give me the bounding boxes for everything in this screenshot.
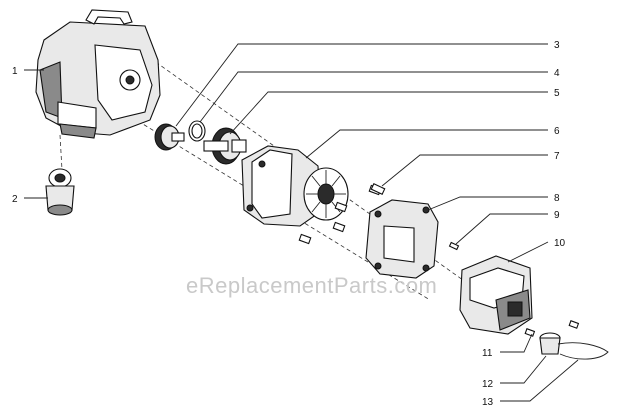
part-4-ring-washer <box>188 120 206 142</box>
callout-4: 4 <box>554 68 560 79</box>
callout-6: 6 <box>554 126 560 137</box>
callout-2: 2 <box>12 194 18 205</box>
callout-leaders <box>24 43 579 402</box>
callout-8: 8 <box>554 193 560 204</box>
callout-10: 10 <box>554 238 566 249</box>
part-5-drive-gear <box>203 127 247 165</box>
part-2-clamp-knob <box>45 168 75 216</box>
callout-9: 9 <box>554 210 560 221</box>
part-12-strain-relief <box>539 332 561 355</box>
motor-fan-blades <box>306 170 346 218</box>
callout-7: 7 <box>554 151 560 162</box>
callout-5: 5 <box>554 88 560 99</box>
callout-1: 1 <box>12 66 18 77</box>
callout-11: 11 <box>482 348 493 359</box>
part-7-screw <box>370 183 386 195</box>
part-6-motor-assembly <box>241 145 349 227</box>
part-1-gear-housing <box>35 9 161 139</box>
callout-labels: 1 2 3 4 5 6 7 8 9 10 11 12 13 <box>12 40 566 408</box>
part-13-power-cord <box>557 342 609 360</box>
callout-13: 13 <box>482 397 494 408</box>
callout-3: 3 <box>554 40 560 51</box>
watermark-text: eReplacementParts.com <box>186 273 437 298</box>
part-3-small-gear <box>154 123 185 151</box>
part-9-screw <box>448 241 460 251</box>
callout-12: 12 <box>482 379 494 390</box>
part-10-switch-box <box>459 255 533 335</box>
part-8-motor-bracket <box>365 199 439 279</box>
